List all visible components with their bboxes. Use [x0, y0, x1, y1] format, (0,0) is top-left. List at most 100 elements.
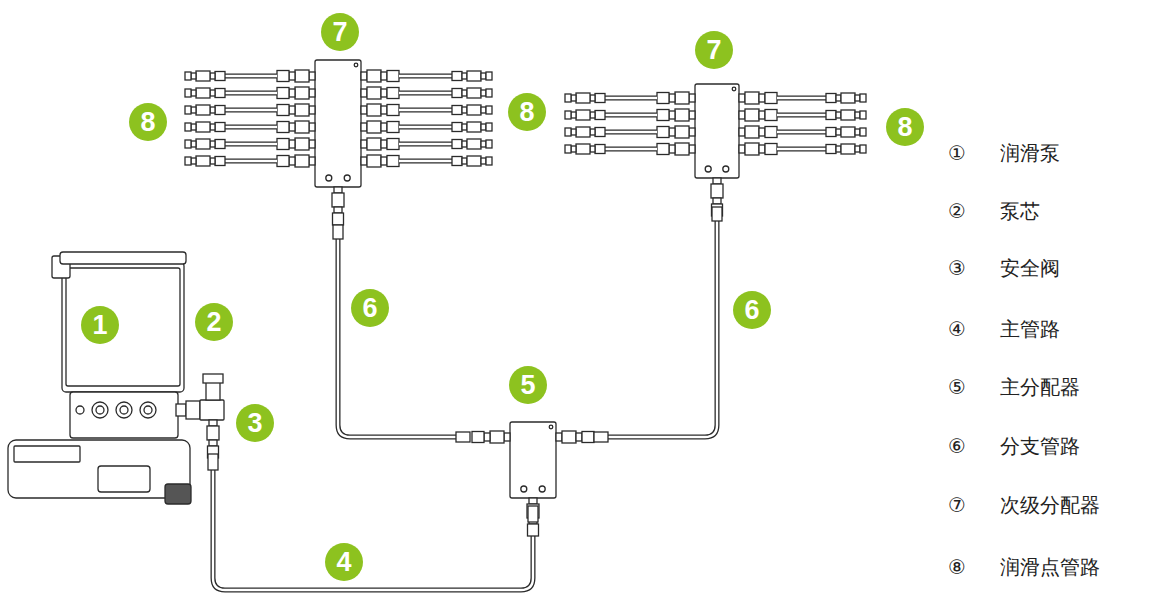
part-name: 泵芯 [1000, 199, 1040, 223]
part-shape [215, 123, 225, 132]
pipe-outline [777, 147, 826, 152]
part-shape [165, 484, 191, 504]
part-shape [185, 89, 191, 97]
part-shape [367, 121, 381, 133]
part-shape [295, 70, 309, 82]
part-shape [185, 72, 191, 80]
part-shape [713, 178, 721, 184]
part-shape [367, 104, 381, 116]
part-shape [689, 111, 695, 119]
pipe-core [225, 92, 277, 94]
pipe-core [596, 220, 717, 437]
part-shape [565, 145, 571, 153]
part-shape [381, 123, 387, 131]
part-shape [332, 193, 344, 207]
part-shape [576, 433, 582, 441]
part-number: ④ [948, 317, 966, 341]
part-shape [481, 90, 486, 96]
part-shape [203, 374, 223, 383]
part-shape [486, 72, 492, 80]
part-shape [367, 138, 381, 150]
pipe-core [399, 75, 452, 77]
part-name: 主分配器 [1000, 375, 1080, 399]
part-number: ⑥ [948, 434, 966, 458]
part-shape [277, 71, 289, 82]
part-shape [571, 146, 576, 152]
part-shape [309, 89, 315, 97]
callout-number: 3 [236, 404, 274, 442]
pipe-core [399, 109, 452, 111]
part-shape [765, 127, 777, 138]
part-shape [855, 146, 860, 152]
part-shape [334, 187, 342, 193]
pipe-outline [399, 108, 452, 113]
part-shape [462, 107, 467, 113]
part-shape [295, 104, 309, 116]
pipe-outline [399, 159, 452, 164]
part-shape [387, 122, 399, 133]
part-shape [309, 157, 315, 165]
pipe-core [777, 148, 826, 150]
part-circle [732, 87, 736, 91]
part-shape [562, 431, 576, 443]
callout-number: 5 [509, 366, 547, 404]
part-shape [185, 140, 191, 148]
part-name: 次级分配器 [1000, 493, 1100, 517]
pipe-core [213, 470, 533, 590]
part-shape [669, 145, 675, 153]
pipe-core [225, 75, 277, 77]
part-shape [826, 145, 836, 154]
part-circle [705, 166, 711, 172]
pipe-core [225, 143, 277, 145]
part-shape [277, 122, 289, 133]
part-shape [289, 72, 295, 80]
part-shape [381, 89, 387, 97]
part-shape [361, 89, 367, 97]
part-shape [841, 127, 855, 137]
part-shape [210, 158, 215, 164]
part-shape [576, 110, 590, 120]
part-shape [367, 70, 381, 82]
part-shape [210, 90, 215, 96]
part-shape [565, 128, 571, 136]
part-shape [289, 157, 295, 165]
part-shape [759, 111, 765, 119]
part-shape [657, 93, 669, 104]
part-shape [196, 156, 210, 166]
part-name: 分支管路 [1000, 434, 1080, 458]
part-shape [675, 109, 689, 121]
part-shape [210, 73, 215, 79]
part-shape [855, 95, 860, 101]
part-shape [361, 140, 367, 148]
pipe-outline [605, 96, 657, 101]
part-shape [196, 88, 210, 98]
part-shape [452, 106, 462, 115]
part-shape [712, 207, 722, 221]
part-shape [467, 139, 481, 149]
part-shape [215, 106, 225, 115]
part-shape [66, 268, 180, 386]
part-shape [528, 506, 538, 522]
part-shape [210, 141, 215, 147]
part-number: ③ [948, 256, 966, 280]
pipe-outline [399, 74, 452, 79]
part-shape [675, 126, 689, 138]
part-shape [669, 128, 675, 136]
part-shape [481, 107, 486, 113]
part-shape [836, 95, 841, 101]
part-shape [571, 95, 576, 101]
part-shape [381, 106, 387, 114]
part-shape [289, 106, 295, 114]
pipe-outline [399, 142, 452, 147]
part-shape [595, 111, 605, 120]
part-name: 润滑泵 [1000, 141, 1060, 165]
part-shape [98, 466, 150, 492]
callout-number: 2 [195, 303, 233, 341]
part-shape [576, 93, 590, 103]
part-circle [116, 402, 132, 418]
part-shape [289, 123, 295, 131]
part-shape [595, 128, 605, 137]
part-shape [759, 128, 765, 136]
part-name: 安全阀 [1000, 256, 1060, 280]
part-shape [452, 123, 462, 132]
